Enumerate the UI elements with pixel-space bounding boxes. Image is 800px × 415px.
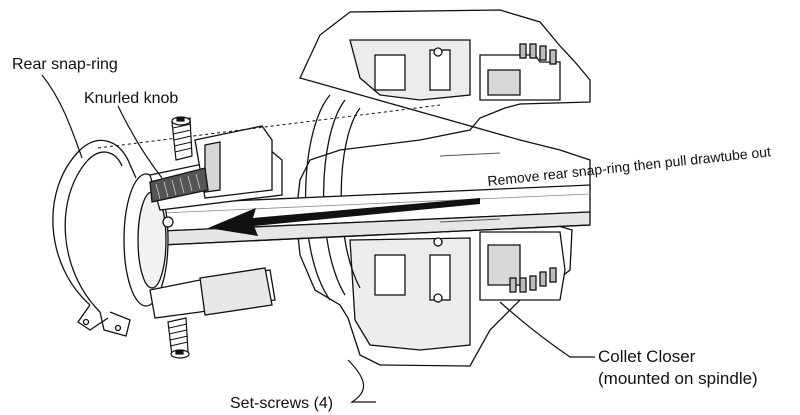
collet-closer-label: Collet Closer [598, 347, 696, 366]
collet-closer-sublabel: (mounted on spindle) [598, 369, 758, 388]
knurled-knob-label: Knurled knob [84, 90, 178, 107]
set-screw-top [171, 116, 193, 161]
rear-snap-ring [52, 139, 137, 337]
set-screws-label: Set-screws (4) [230, 395, 333, 412]
collet-closer-body [295, 9, 591, 367]
set-screw-bottom [167, 317, 190, 359]
removal-arrow [208, 198, 480, 236]
leader-lines [41, 74, 595, 403]
rear-snap-ring-label: Rear snap-ring [12, 56, 118, 73]
knurled-knob-assembly [97, 104, 441, 319]
knurled-band [149, 167, 209, 203]
drawtube-hole [162, 216, 174, 228]
